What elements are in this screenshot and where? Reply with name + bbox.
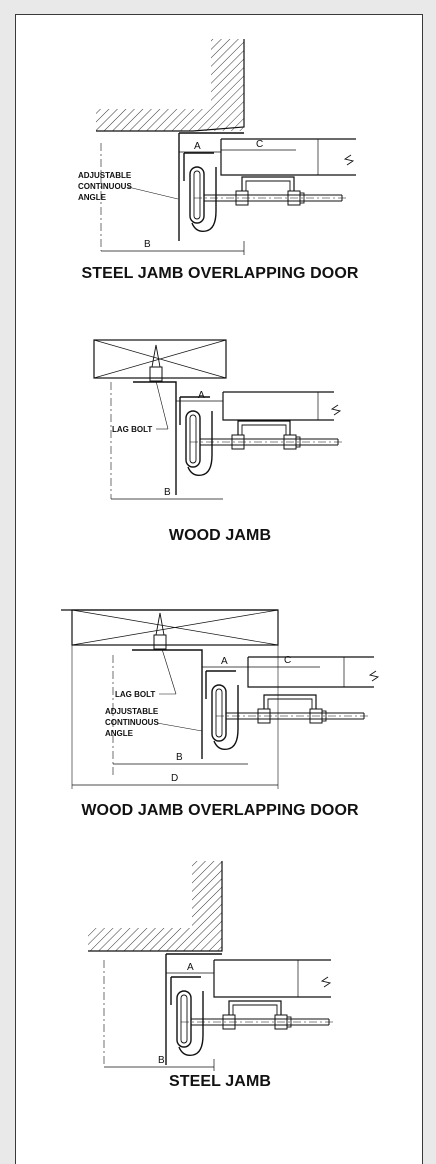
dim-c: C	[284, 655, 291, 666]
figure-steel-jamb-overlapping: A C B ADJUSTABLE CONTINUOUS ANGLE	[78, 39, 356, 255]
note-adjustable: ADJUSTABLE	[105, 707, 159, 716]
diagram-canvas: A C B ADJUSTABLE CONTINUOUS ANGLE A	[61, 39, 380, 1071]
drawing-panel: A C B ADJUSTABLE CONTINUOUS ANGLE A	[15, 14, 423, 1164]
note-lag-bolt: LAG BOLT	[115, 690, 155, 699]
dim-b: B	[164, 487, 171, 498]
dim-b: B	[158, 1055, 165, 1066]
caption-wood-jamb-overlapping: WOOD JAMB OVERLAPPING DOOR	[81, 802, 359, 819]
dim-b: B	[144, 239, 151, 250]
figure-wood-jamb-overlapping: A C B D LAG BOLT ADJUSTABLE CONTINUOUS A…	[61, 609, 380, 789]
note-angle: ANGLE	[78, 193, 107, 202]
dim-b: B	[176, 752, 183, 763]
dim-a: A	[221, 656, 228, 667]
dim-a: A	[187, 962, 194, 973]
note-lag-bolt: LAG BOLT	[112, 425, 152, 434]
caption-steel-jamb-overlapping: STEEL JAMB OVERLAPPING DOOR	[81, 265, 359, 282]
note-angle: ANGLE	[105, 729, 134, 738]
caption-steel-jamb: STEEL JAMB	[168, 1073, 272, 1090]
dim-c: C	[256, 139, 263, 150]
caption-wood-jamb: WOOD JAMB	[168, 527, 272, 544]
note-continuous: CONTINUOUS	[78, 182, 132, 191]
figure-steel-jamb: A B	[88, 861, 337, 1071]
dim-a: A	[198, 390, 205, 401]
dim-d: D	[171, 773, 178, 784]
note-adjustable: ADJUSTABLE	[78, 171, 132, 180]
dim-a: A	[194, 141, 201, 152]
figure-wood-jamb: A B LAG BOLT	[93, 339, 346, 500]
note-continuous: CONTINUOUS	[105, 718, 159, 727]
